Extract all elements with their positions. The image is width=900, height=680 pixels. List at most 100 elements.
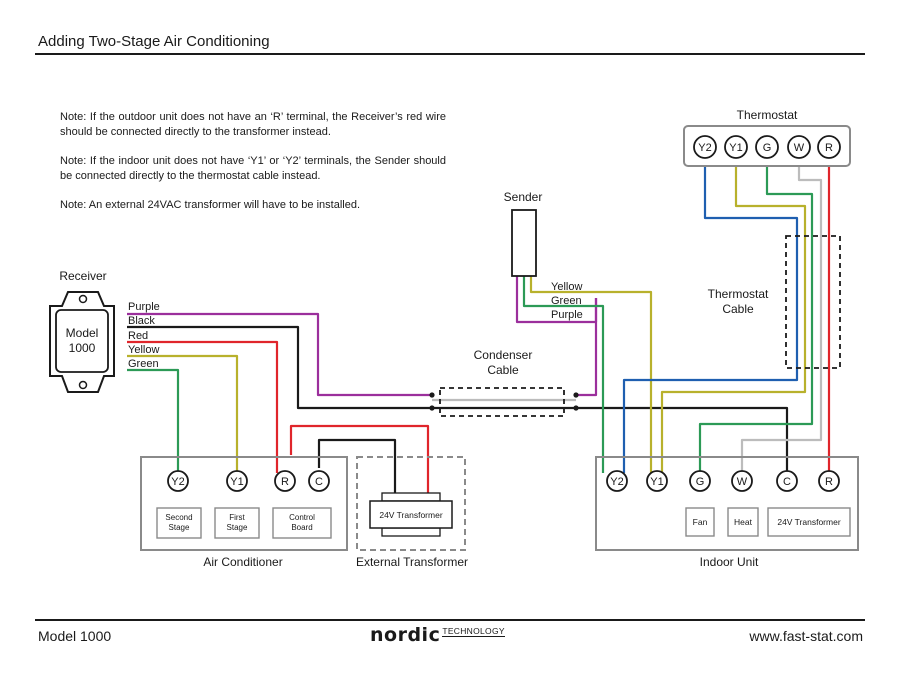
indoor-unit-title: Indoor Unit [700, 555, 759, 569]
thermostat-title: Thermostat [737, 108, 798, 122]
external-transformer-enclosure [356, 456, 466, 551]
terminal-ring [274, 470, 296, 492]
ac-box-control-board: Control Board [272, 507, 332, 539]
terminal-label: R [825, 476, 833, 488]
note-text: If the outdoor unit does not have an ‘R’… [60, 111, 446, 138]
wire-sender-purple [515, 276, 598, 324]
box-label-2: Stage [227, 523, 248, 532]
logo-subtitle: TECHNOLOGY [442, 626, 505, 637]
receiver-wire-label-green: Green [128, 358, 159, 370]
note-outdoor-r: Note: If the outdoor unit does not have … [60, 110, 446, 140]
terminal-ring [689, 470, 711, 492]
external-transformer-title: External Transformer [356, 555, 468, 569]
terminal-ring [817, 135, 841, 159]
box-label: Heat [734, 517, 753, 527]
terminal-label: R [281, 476, 289, 488]
box-label-1: Control [289, 513, 315, 522]
wire-ac-c-transformer [317, 438, 397, 493]
terminal-label: C [783, 476, 791, 488]
indoor-box-fan: Fan [685, 507, 715, 537]
indoor-box-transformer: 24V Transformer [767, 507, 851, 537]
receiver-wire-label-red: Red [128, 330, 148, 342]
terminal-ring [787, 135, 811, 159]
terminal-label: Y2 [698, 142, 711, 154]
splice-dot [573, 405, 579, 411]
component-box [156, 507, 202, 539]
receiver-model-line2: 1000 [69, 341, 96, 355]
box-label-1: Second [165, 513, 192, 522]
wire-thermo-g [698, 162, 814, 473]
box-label-1: First [229, 513, 245, 522]
receiver-face [55, 309, 109, 373]
wire-thermo-w [740, 162, 823, 473]
component-box [272, 507, 332, 539]
footer-model: Model 1000 [38, 628, 112, 644]
terminal-ring [755, 135, 779, 159]
terminal-indoor-y1: Y1 [646, 470, 668, 492]
terminal-indoor-g: G [689, 470, 711, 492]
terminal-ring [308, 470, 330, 492]
terminal-label: Y1 [230, 476, 243, 488]
condenser-cable-label-2: Cable [487, 363, 519, 377]
wire-receiver-green [127, 368, 180, 473]
splice-dot [429, 392, 435, 398]
terminal-ring [226, 470, 248, 492]
receiver-mount-hole [78, 294, 88, 304]
note-transformer: Note: An external 24VAC transformer will… [60, 198, 446, 213]
thermostat-cable-sheath [785, 235, 841, 369]
splice-dot [429, 405, 435, 411]
transformer-top [381, 527, 441, 537]
receiver-wire-label-black: Black [128, 315, 155, 327]
indoor-unit: Indoor Unit Y2 Y1 G W C R Fan Heat 24V T… [595, 456, 859, 569]
receiver: Receiver Model 1000 Purple Black Red Yel… [49, 269, 160, 393]
note-text: If the indoor unit does not have ‘Y1’ or… [60, 155, 446, 182]
terminal-label: C [315, 476, 323, 488]
terminal-label: Y1 [650, 476, 663, 488]
ac-box-second-stage: Second Stage [156, 507, 202, 539]
sender-wire-label-green: Green [551, 295, 582, 307]
box-label: 24V Transformer [777, 517, 840, 527]
terminal-thermostat-r: R [817, 135, 841, 159]
air-conditioner-body [140, 456, 348, 551]
receiver-mount-hole [78, 380, 88, 390]
wire-condenser-purple [576, 298, 598, 397]
terminal-label: W [794, 142, 805, 154]
ac-box-first-stage: First Stage [214, 507, 260, 539]
terminal-thermostat-y1: Y1 [724, 135, 748, 159]
terminal-label: G [696, 476, 705, 488]
wire-sender-green [522, 276, 605, 473]
logo-wordmark: nordic [370, 624, 441, 646]
wires [127, 162, 831, 493]
terminal-thermostat-w: W [787, 135, 811, 159]
terminal-ring [693, 135, 717, 159]
external-transformer: 24V Transformer External Transformer [356, 456, 468, 569]
box-label-2: Board [291, 523, 312, 532]
terminal-ac-r: R [274, 470, 296, 492]
condenser-cable-sheath [439, 387, 565, 417]
splice-dot [573, 392, 579, 398]
footer-url: www.fast-stat.com [749, 628, 863, 644]
footer-divider [35, 619, 865, 621]
nordic-logo: nordic TECHNOLOGY [370, 624, 505, 646]
thermostat-cable-label-1: Thermostat [708, 287, 769, 301]
receiver-wire-label-yellow: Yellow [128, 344, 159, 356]
terminal-ring [167, 470, 189, 492]
box-label-2: Stage [169, 523, 190, 532]
wire-condenser-black [432, 406, 789, 473]
terminal-thermostat-g: G [755, 135, 779, 159]
terminal-ring [646, 470, 668, 492]
terminal-indoor-c: C [776, 470, 798, 492]
receiver-wire-label-purple: Purple [128, 301, 160, 313]
wire-ac-r-transformer [289, 424, 430, 493]
wire-sender-yellow [529, 276, 653, 473]
indoor-box-heat: Heat [727, 507, 759, 537]
terminal-ac-y1: Y1 [226, 470, 248, 492]
terminal-ac-c: C [308, 470, 330, 492]
condenser-cable-label-1: Condenser [474, 348, 533, 362]
sender-wire-label-purple: Purple [551, 309, 583, 321]
terminal-indoor-y2: Y2 [606, 470, 628, 492]
air-conditioner-title: Air Conditioner [203, 555, 282, 569]
terminal-ring [724, 135, 748, 159]
terminal-label: W [737, 476, 748, 488]
